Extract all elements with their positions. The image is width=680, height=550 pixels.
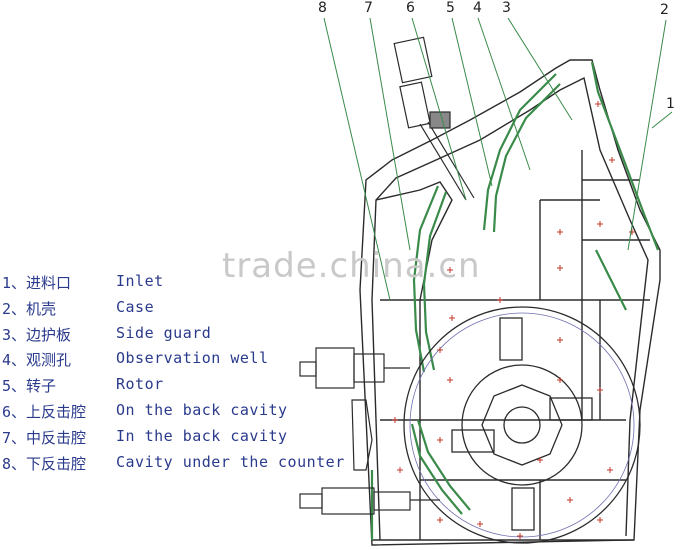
legend-cn: 4、观测孔 <box>2 351 72 369</box>
legend-en: On the back cavity <box>116 401 288 419</box>
machine-housing <box>359 59 661 546</box>
legend-row-3: 3、边护板 Side guard <box>2 324 332 348</box>
callout-2: 2 <box>660 2 669 18</box>
legend-row-7: 7、中反击腔 In the back cavity <box>2 427 332 451</box>
callout-7: 7 <box>364 0 373 16</box>
legend-en: Side guard <box>116 324 212 342</box>
legend-cn: 1、进料口 <box>2 274 72 292</box>
impact-liners <box>370 61 660 540</box>
legend-row-1: 1、进料口 Inlet <box>2 272 332 296</box>
callout-3: 3 <box>502 0 511 16</box>
legend-en: Case <box>116 298 155 316</box>
callout-4: 4 <box>473 0 482 16</box>
callout-8: 8 <box>318 0 327 16</box>
legend-row-8: 8、下反击腔 Cavity under the counter <box>2 453 344 477</box>
legend-cn: 2、机壳 <box>2 300 57 318</box>
legend-en: In the back cavity <box>116 427 288 445</box>
legend-row-6: 6、上反击腔 On the back cavity <box>2 401 332 425</box>
spring-adjusters <box>299 347 440 515</box>
legend-en: Observation well <box>116 349 269 367</box>
rotor <box>403 306 641 544</box>
legend-cn: 6、上反击腔 <box>2 403 87 421</box>
legend-en: Inlet <box>116 272 164 290</box>
legend-cn: 7、中反击腔 <box>2 429 87 447</box>
legend-cn: 8、下反击腔 <box>2 455 87 473</box>
callout-6: 6 <box>406 0 415 16</box>
legend-row-2: 2、机壳 Case <box>2 298 332 322</box>
legend-en: Rotor <box>116 375 164 393</box>
legend-cn: 3、边护板 <box>2 326 72 344</box>
centre-marks <box>392 101 635 539</box>
leader-lines <box>323 17 673 301</box>
legend-cn: 5、转子 <box>2 377 57 395</box>
adjusting-rod-assembly <box>393 36 475 201</box>
callout-5: 5 <box>446 0 455 16</box>
legend-row-5: 5、转子 Rotor <box>2 375 332 399</box>
legend-row-4: 4、观测孔 Observation well <box>2 349 332 373</box>
watermark: trade.china.cn <box>222 246 481 286</box>
callout-1: 1 <box>666 96 675 112</box>
legend-en: Cavity under the counter <box>116 453 345 471</box>
